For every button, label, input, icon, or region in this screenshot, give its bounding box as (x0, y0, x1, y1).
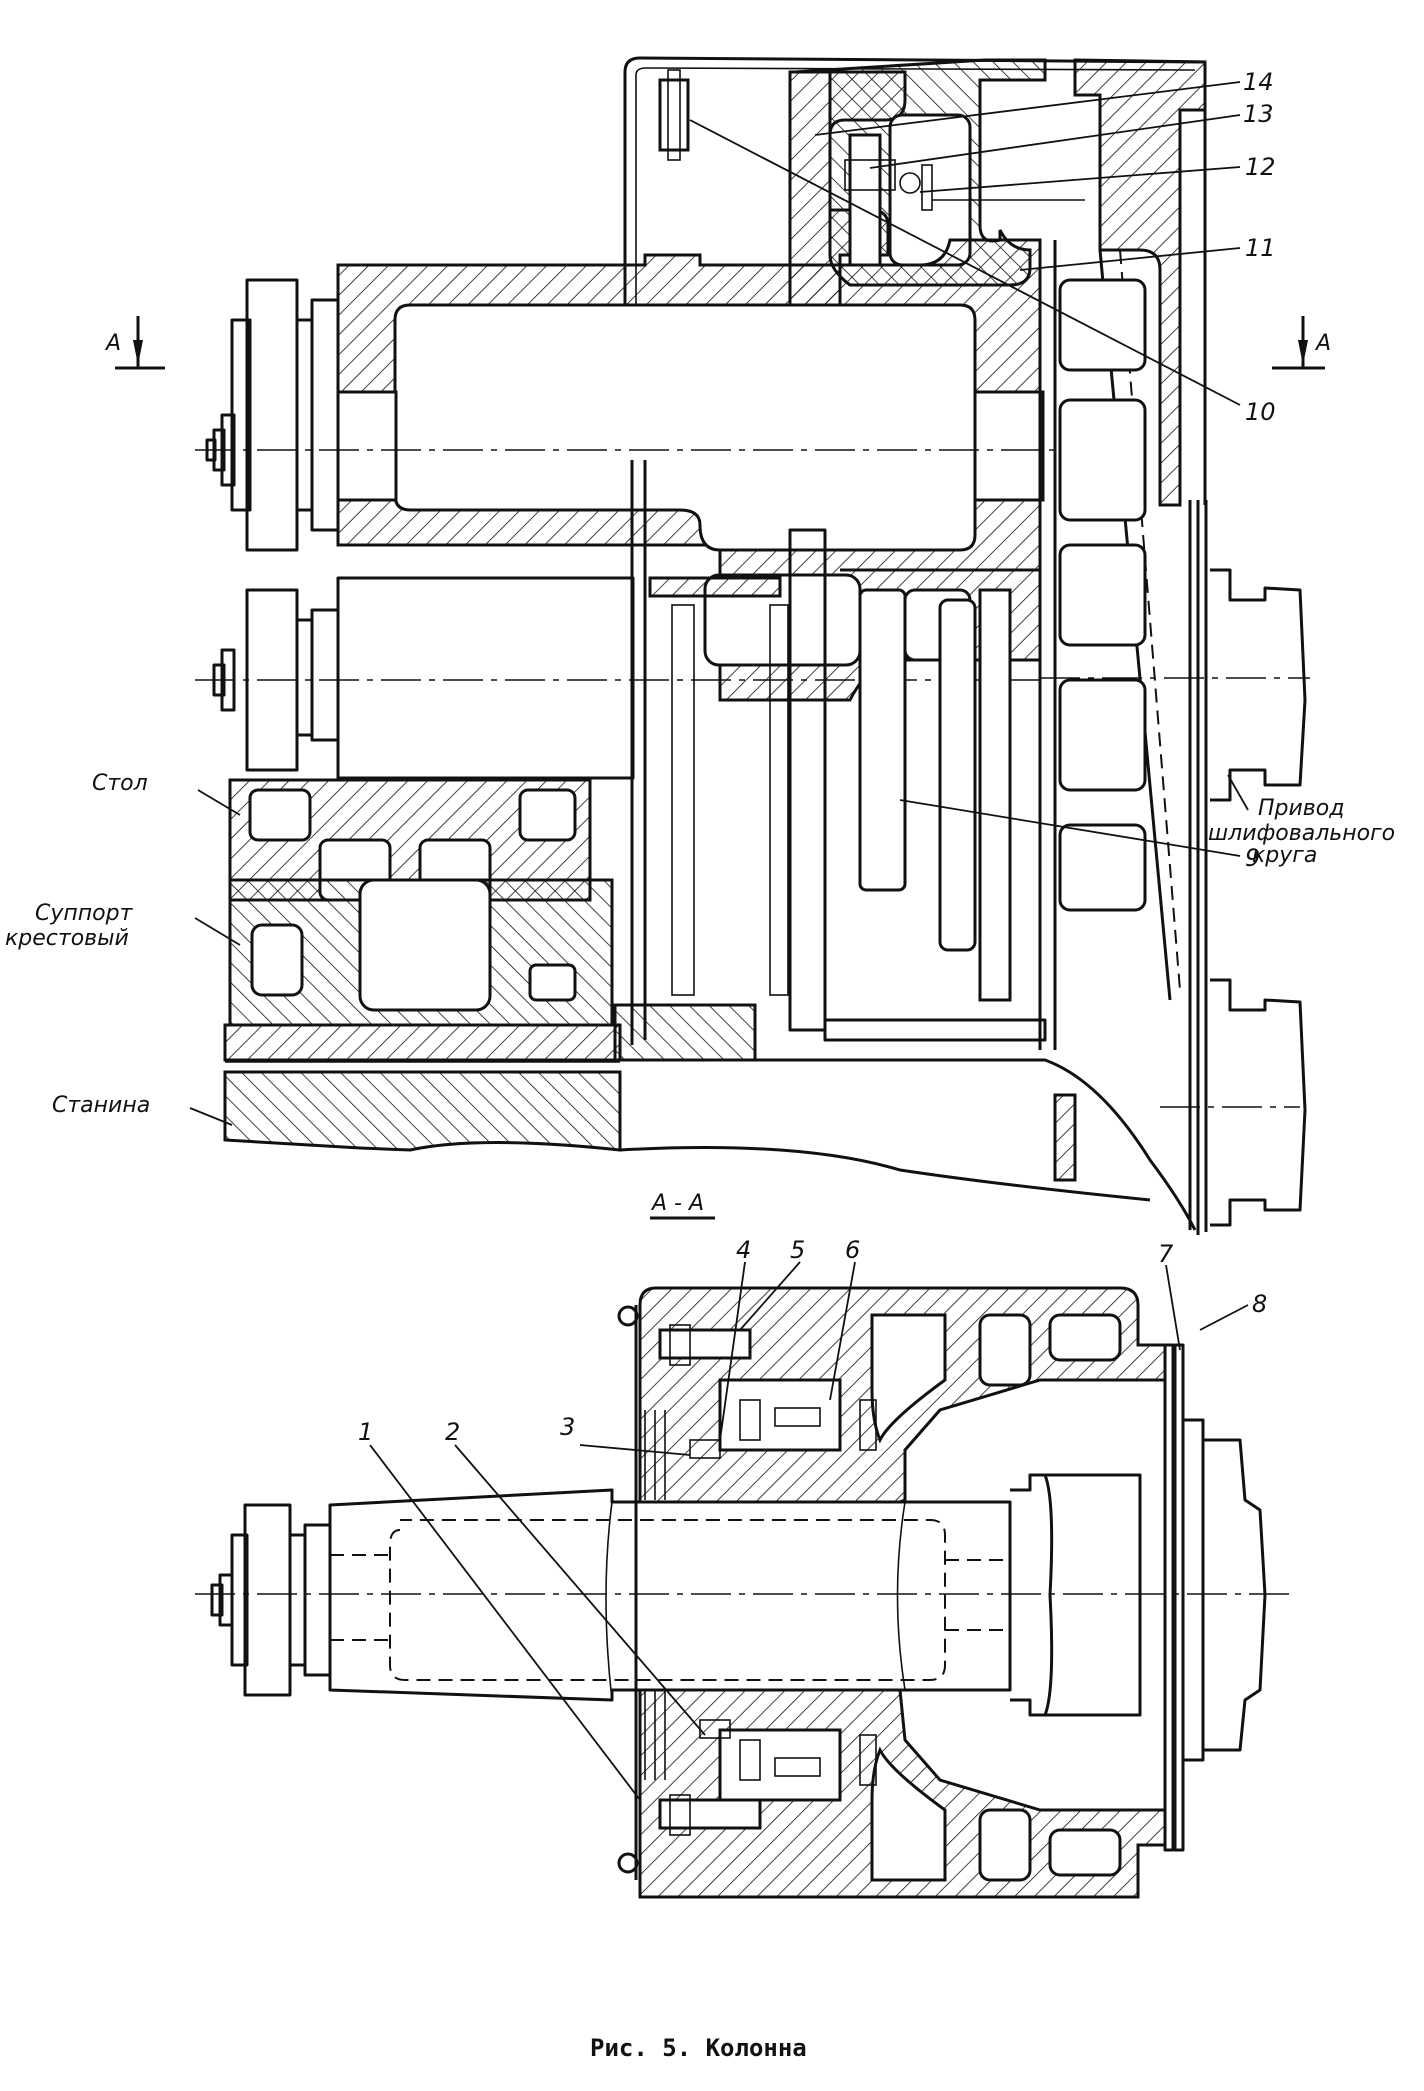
spindle-body (328, 1488, 1012, 1702)
label-cross-slide-2: крестовый (5, 926, 129, 951)
figure-caption: Рис. 5. Колонна (590, 2034, 807, 2062)
callout-13: 13 (1243, 100, 1274, 128)
callout-12: 12 (1245, 153, 1276, 181)
section-marker-label: А (1314, 331, 1331, 356)
upper-right-housing (1073, 58, 1207, 507)
wheel-drive-motor (1210, 568, 1307, 1227)
section-marker-label: А (104, 331, 121, 356)
label-wheel-drive-2: шлифовального (1208, 821, 1395, 846)
bed (223, 1070, 622, 1152)
guard-cover (623, 56, 1207, 505)
section-a-a-view: А - А (195, 1191, 1290, 1899)
section-title: А - А (650, 1191, 704, 1216)
label-wheel-drive-3: круга (1252, 843, 1317, 868)
callout-7: 7 (1158, 1240, 1174, 1268)
rack-teeth (671, 604, 789, 996)
label-table: Стол (92, 771, 148, 796)
spindle-bore (393, 303, 977, 552)
headstock-pulley (205, 278, 340, 552)
bearing-assembly-lower (644, 1690, 877, 1836)
part-labels: Стол Суппорт крестовый Станина Привод шл… (5, 771, 1395, 1118)
callout-10: 10 (1245, 398, 1276, 426)
label-bed: Станина (52, 1093, 150, 1118)
upper-view: А А (104, 56, 1331, 1235)
section-marker-right: А (1272, 316, 1331, 370)
callout-11: 11 (1245, 234, 1276, 262)
callout-5: 5 (790, 1236, 805, 1264)
workhead (212, 576, 635, 780)
callout-8: 8 (1252, 1290, 1267, 1318)
drive-pinion (613, 1003, 757, 1062)
callout-1: 1 (358, 1418, 373, 1446)
table-assembly (223, 778, 757, 1152)
bed-guide (223, 1023, 622, 1062)
callout-4: 4 (736, 1236, 751, 1264)
callout-numbers: 14 13 12 11 10 9 4 5 6 7 8 1 2 3 (358, 68, 1276, 1446)
callout-6: 6 (845, 1236, 860, 1264)
wheel-flange (1010, 1473, 1142, 1717)
callout-9: 9 (1245, 844, 1260, 872)
label-cross-slide-1: Суппорт (35, 901, 134, 926)
callout-3: 3 (560, 1413, 575, 1441)
callout-14: 14 (1243, 68, 1274, 96)
section-marker-left: А (104, 316, 165, 370)
callout-leaders (189, 81, 1249, 1801)
callout-2: 2 (445, 1418, 460, 1446)
label-wheel-drive-1: Привод (1258, 796, 1344, 821)
